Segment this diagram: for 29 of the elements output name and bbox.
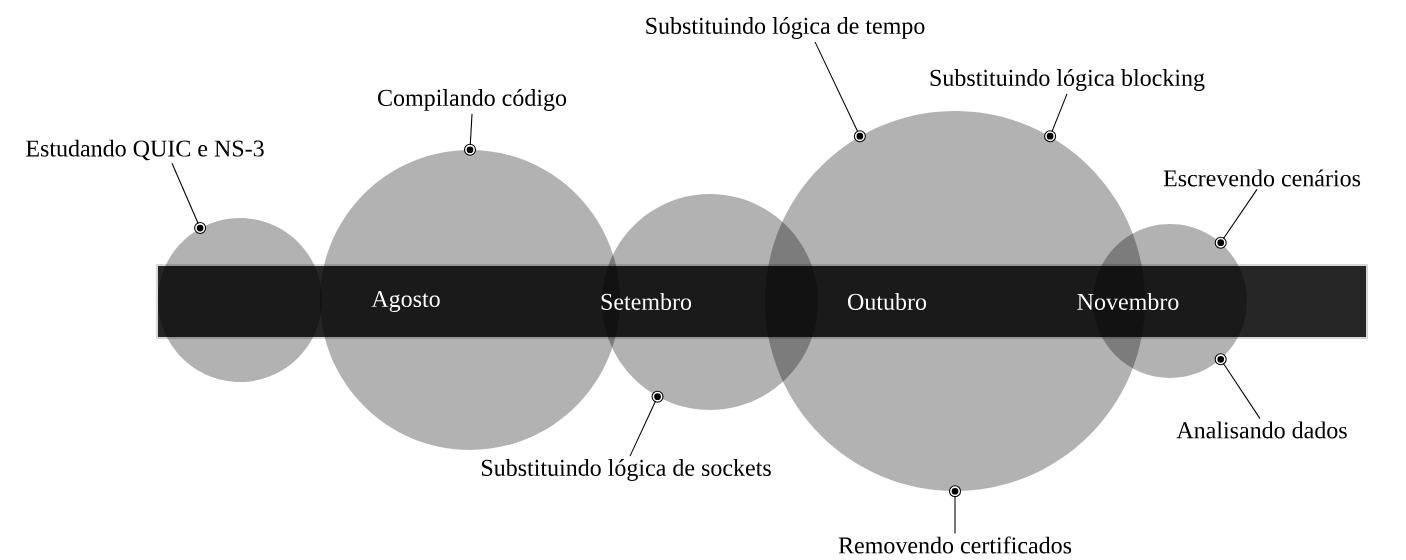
marker-dot bbox=[853, 130, 866, 143]
timeline-band bbox=[156, 263, 1368, 340]
marker-dot bbox=[1214, 236, 1227, 249]
callout-text: Substituindo lógica de tempo bbox=[646, 17, 925, 39]
month-label: Agosto bbox=[371, 291, 440, 312]
callout-text: Escrevendo cenários bbox=[1163, 169, 1361, 187]
marker-dot bbox=[949, 485, 962, 498]
callout-text: Estudando QUIC e NS-3 bbox=[26, 139, 264, 161]
marker-dot bbox=[1044, 130, 1057, 143]
leader-line bbox=[469, 113, 473, 146]
phase-circle bbox=[158, 218, 322, 382]
callout-text: Analisando dados bbox=[1176, 421, 1347, 439]
leader-line bbox=[954, 495, 956, 535]
marker-dot bbox=[464, 143, 477, 156]
callout-text: Substituindo lógica blocking bbox=[930, 69, 1205, 91]
leader-line bbox=[1051, 93, 1068, 133]
marker-dot bbox=[194, 222, 207, 235]
month-label: Setembro bbox=[601, 293, 692, 310]
leader-line bbox=[814, 41, 859, 133]
leader-line bbox=[1222, 362, 1261, 420]
callout-text: Compilando código bbox=[378, 89, 567, 111]
marker-dot bbox=[1214, 353, 1227, 366]
month-label: Outubro bbox=[848, 293, 927, 310]
leader-line bbox=[171, 162, 199, 225]
callout-text: Substituindo lógica de sockets bbox=[481, 459, 771, 481]
leader-line bbox=[629, 400, 657, 457]
leader-line bbox=[1222, 188, 1258, 240]
callout-text: Removendo certificados bbox=[838, 536, 1072, 554]
marker-dot bbox=[651, 390, 664, 403]
